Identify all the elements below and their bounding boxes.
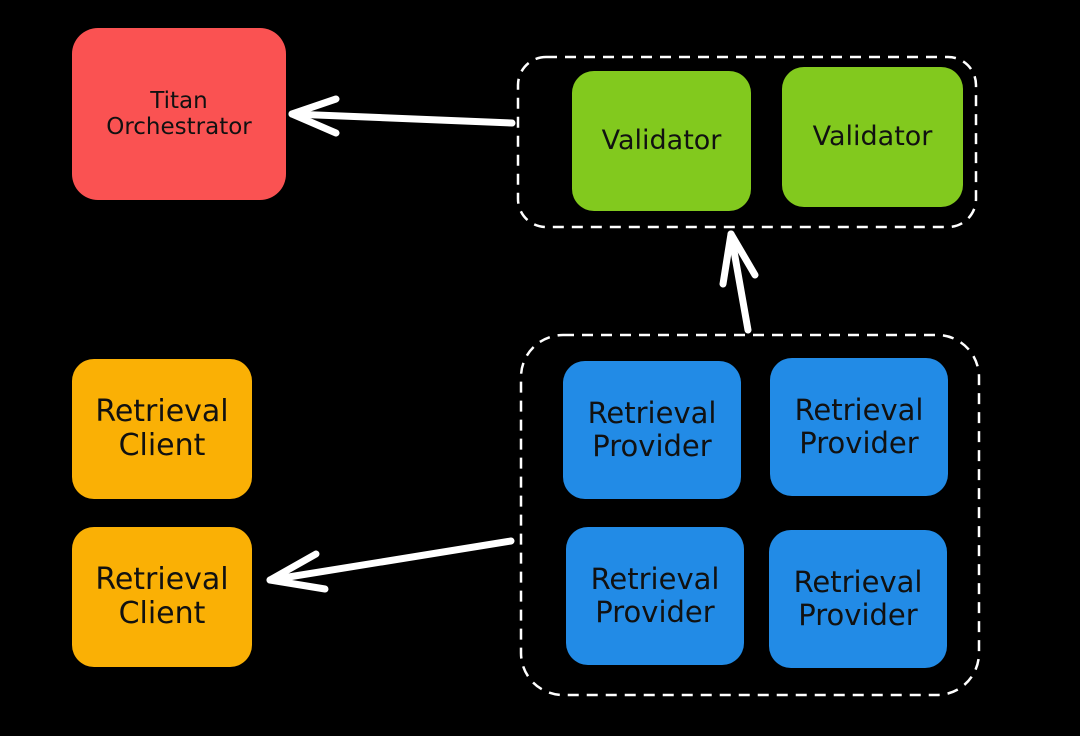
retrieval-client-label: Retrieval Client (95, 393, 229, 463)
arrow-providers-to-validators (719, 230, 759, 334)
retrieval-provider-node: Retrieval Provider (770, 358, 948, 496)
validator-label: Validator (601, 125, 722, 157)
arrow-providers-to-client (266, 537, 515, 593)
titan-orchestrator-node: Titan Orchestrator (72, 28, 286, 200)
validator-group-outline (516, 55, 978, 229)
retrieval-provider-node: Retrieval Provider (566, 527, 744, 665)
retrieval-provider-label: Retrieval Provider (590, 561, 720, 629)
retrieval-client-node: Retrieval Client (72, 527, 252, 667)
validator-node: Validator (572, 71, 751, 211)
retrieval-provider-label: Retrieval Provider (587, 395, 717, 463)
retrieval-client-node: Retrieval Client (72, 359, 252, 499)
retrieval-provider-label: Retrieval Provider (794, 392, 924, 460)
retrieval-provider-node: Retrieval Provider (769, 530, 947, 668)
titan-orchestrator-label: Titan Orchestrator (106, 87, 252, 140)
arrow-validators-to-orchestrator (288, 95, 516, 137)
validator-label: Validator (812, 121, 933, 153)
retrieval-client-label: Retrieval Client (95, 561, 229, 631)
validator-node: Validator (782, 67, 963, 207)
provider-group-outline (519, 333, 981, 697)
retrieval-provider-label: Retrieval Provider (793, 564, 923, 632)
retrieval-provider-node: Retrieval Provider (563, 361, 741, 499)
